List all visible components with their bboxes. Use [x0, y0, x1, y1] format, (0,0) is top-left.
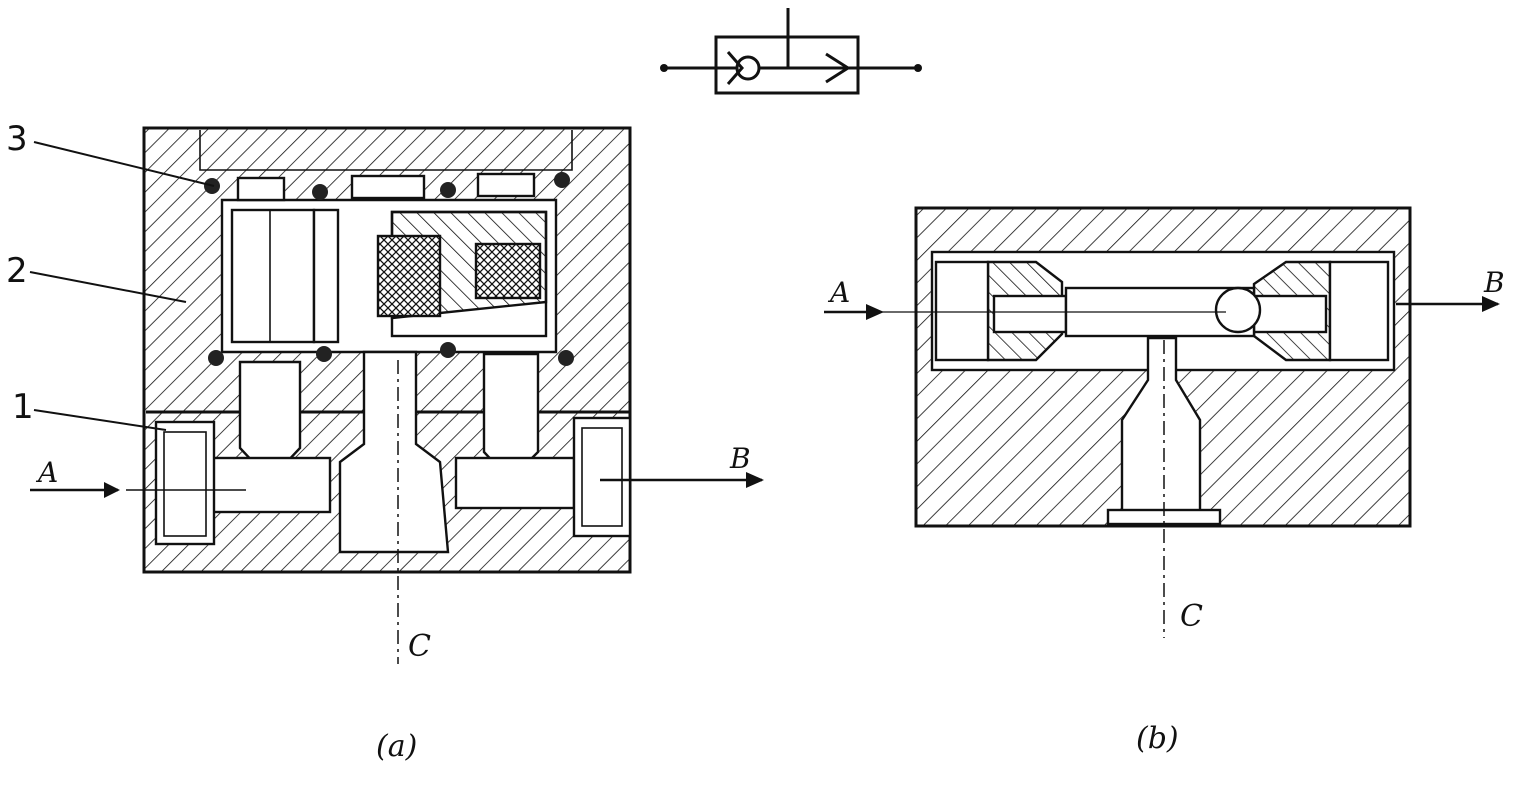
port-b-label-a: B — [729, 442, 751, 475]
port-c-label-b: C — [1180, 599, 1203, 634]
port-a-label-b: A — [827, 276, 850, 309]
caption-a: (a) — [376, 729, 417, 764]
port-a-label-a: A — [35, 456, 58, 489]
part-label-3: 3 — [6, 119, 28, 159]
figure-b-cross-section — [824, 206, 1500, 638]
caption-b: (b) — [1136, 721, 1179, 756]
part-label-2: 2 — [6, 251, 28, 291]
port-c-label-a: C — [408, 629, 431, 664]
figure-a-cross-section — [29, 126, 764, 664]
port-b-label-b: B — [1483, 266, 1505, 299]
part-label-1: 1 — [12, 387, 34, 427]
shuttle-valve-symbol — [660, 8, 922, 95]
